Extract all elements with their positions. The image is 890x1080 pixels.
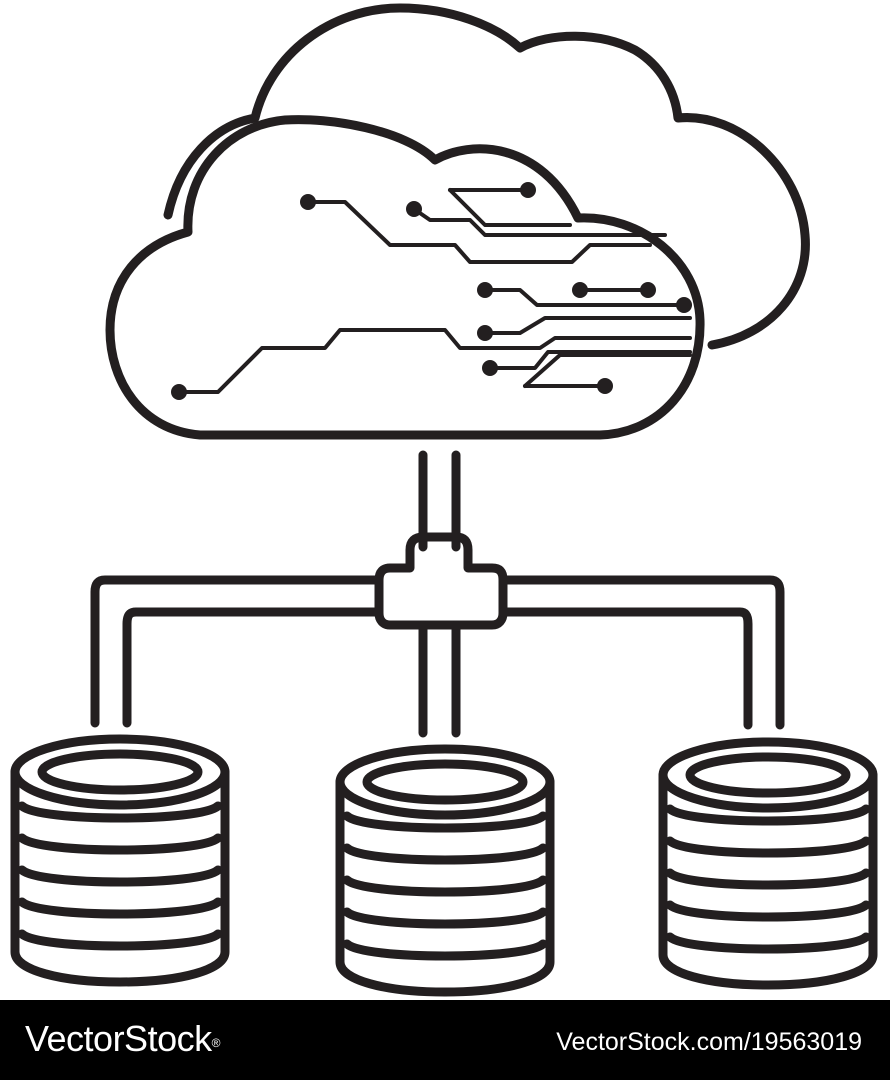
cloud-database-illustration — [10, 3, 878, 997]
brand-logo: VectorStock® — [25, 1017, 220, 1061]
database-icon-right — [658, 737, 878, 990]
circuit-icon — [177, 188, 692, 394]
database-icon-left — [10, 734, 230, 987]
stock-id-label: VectorStock.com/19563019 — [556, 1028, 862, 1056]
back-cloud-icon — [163, 3, 810, 350]
left-pipe — [90, 575, 384, 728]
brand-name: VectorStock — [25, 1018, 212, 1059]
watermark-footer: VectorStock® VectorStock.com/19563019 — [0, 1000, 890, 1080]
connector-icon — [374, 532, 508, 630]
center-pipe — [418, 620, 461, 738]
right-pipe — [498, 575, 785, 730]
circuit-nodes — [171, 182, 692, 400]
brand-mark: ® — [211, 1036, 221, 1050]
front-cloud-icon — [105, 115, 705, 440]
cloud-stem — [418, 450, 461, 552]
database-icon-center — [335, 744, 555, 997]
